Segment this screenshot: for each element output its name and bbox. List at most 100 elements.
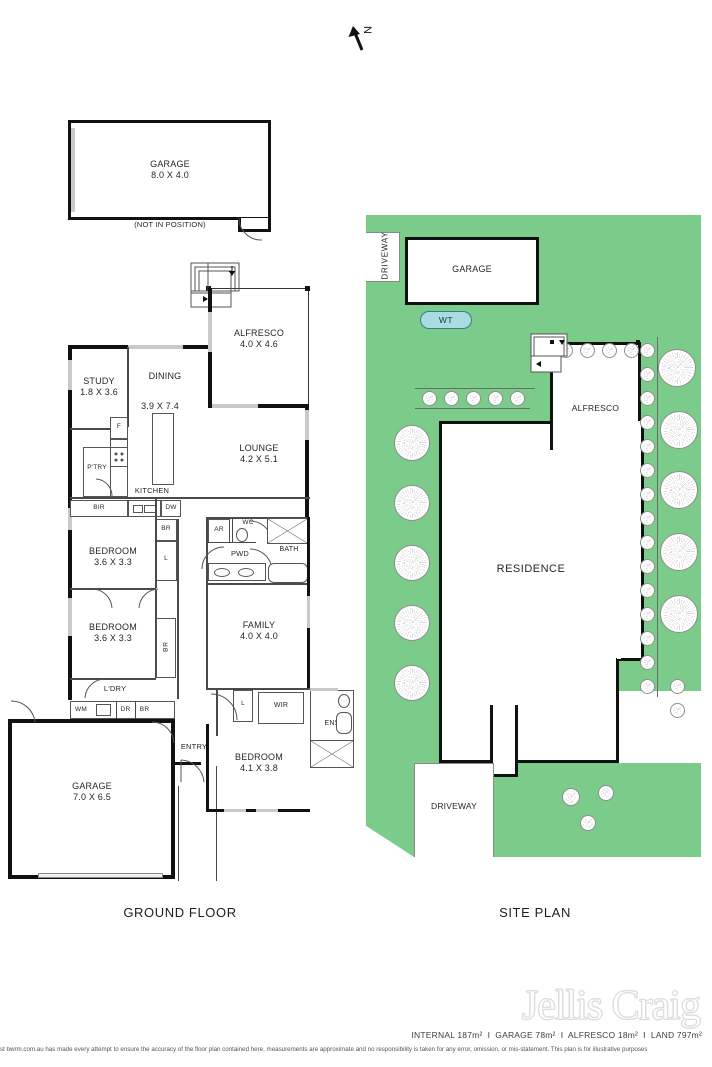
wall-bath-bottom [206,583,310,585]
tree [660,471,698,509]
shrub [562,788,580,806]
entry-label: ENTRY [180,742,208,751]
water-tank: WT [420,311,472,329]
entry-path-right [216,766,217,881]
entry-path-left [178,786,179,881]
laundry-br-label: BR [139,706,150,713]
window-bedroom1-left [68,508,72,530]
dining-dimensions: 3.9 X 7.4 [141,401,179,411]
linen-label-family: L [241,700,245,707]
alfresco-name: ALFRESCO [233,328,285,338]
bedroom1-door-swing-icon [92,588,113,609]
dining-name: DINING [148,371,182,381]
bedroom2-robe-label: BR [162,641,170,652]
alfresco-steps-icon [190,262,240,308]
site-alfresco-steps-icon [530,333,568,373]
site-residence-join [553,419,638,427]
site-residence-lower-notch [490,705,518,777]
north-arrow-icon: N [340,12,380,54]
shrub [640,463,655,478]
ldry-door-swing-icon [84,678,105,699]
kitchen-label: KITCHEN [134,486,170,495]
wall-wc-left [232,519,233,543]
window-bed4-bottom1 [224,809,246,812]
shrub [640,511,655,526]
window-dining-right [208,312,212,352]
lounge-name: LOUNGE [239,443,279,453]
tree [394,425,430,461]
bedroom1-name: BEDROOM [89,546,137,556]
tree [394,665,430,701]
ens-toilet [338,694,350,708]
detached-garage-door-swing-icon [238,218,263,241]
ens-shower [310,740,354,768]
dryer-label: DR [120,706,131,713]
site-driveway-bottom [414,763,494,857]
sink-basin-left [133,505,143,513]
shrub [466,391,481,406]
site-right-bottom-white [619,691,701,763]
family-name: FAMILY [242,620,276,630]
garage-internal-door-icon [151,721,175,744]
shrub [640,391,655,406]
shrub [640,439,655,454]
window-lounge-right [305,410,309,440]
fridge-label: F [116,423,122,430]
tree [394,485,430,521]
site-plan-title: SITE PLAN [499,905,571,920]
shrub [624,343,639,358]
shrub [444,391,459,406]
detached-garage-door-notch [238,218,271,232]
shrub [640,535,655,550]
site-plan: DRIVEWAY GARAGE WT ALFRESCO RESIDENCE DR… [366,215,701,865]
shrub [640,487,655,502]
wall-kitchen-bottom [70,497,310,499]
pantry-label: P'TRY [87,464,107,471]
window-bed4-bottom2 [256,809,278,812]
airing-label: AR [214,526,224,533]
site-residence-erase-1 [617,424,621,659]
wall-hall-left [177,519,179,699]
site-alfresco-post [636,340,640,344]
attached-garage-dimensions: 7.0 X 6.5 [73,792,111,802]
shrub [488,391,503,406]
wall-bedroom1-right [155,498,157,588]
wall-bedroom1-bottom [70,588,156,590]
pwd-label: PWD [230,549,250,558]
garage-side-door-icon [10,700,36,723]
wall-entry-left-lower [175,762,201,765]
shrub [640,559,655,574]
bir-top-label: BIR [93,504,105,511]
kitchen-island [152,413,174,485]
window-dining-top [128,345,183,349]
wall-entry-right [216,690,218,736]
shrub [640,415,655,430]
detached-garage-note: (NOT IN POSITION) [134,220,206,229]
shrub [580,343,595,358]
site-alfresco-post [550,340,554,344]
shrub [640,655,655,670]
wall-br-div [135,701,136,719]
bedroom4-dimensions: 4.1 X 3.8 [240,763,278,773]
study-dimensions: 1.8 X 3.6 [80,387,118,397]
wall-wc-bottom [208,542,256,543]
wc-label: WC [242,519,254,526]
site-driveway-top [366,232,400,282]
wir-outline [258,692,304,724]
ldry-label: L'DRY [103,684,127,693]
bedroom4-door-swing-icon [210,693,238,721]
window-study-left [68,360,72,390]
bathtub [268,563,308,583]
wall-study-right [127,347,129,427]
laundry-trough [96,704,111,716]
dishwasher [161,500,181,517]
garage-wall-left [8,719,12,879]
tree [660,411,698,449]
shrub [670,703,685,718]
shrub [640,607,655,622]
basin-2 [238,568,254,577]
detached-garage-name: GARAGE [150,159,190,169]
bedroom2-name: BEDROOM [89,622,137,632]
wall-bed4-left [206,724,209,812]
